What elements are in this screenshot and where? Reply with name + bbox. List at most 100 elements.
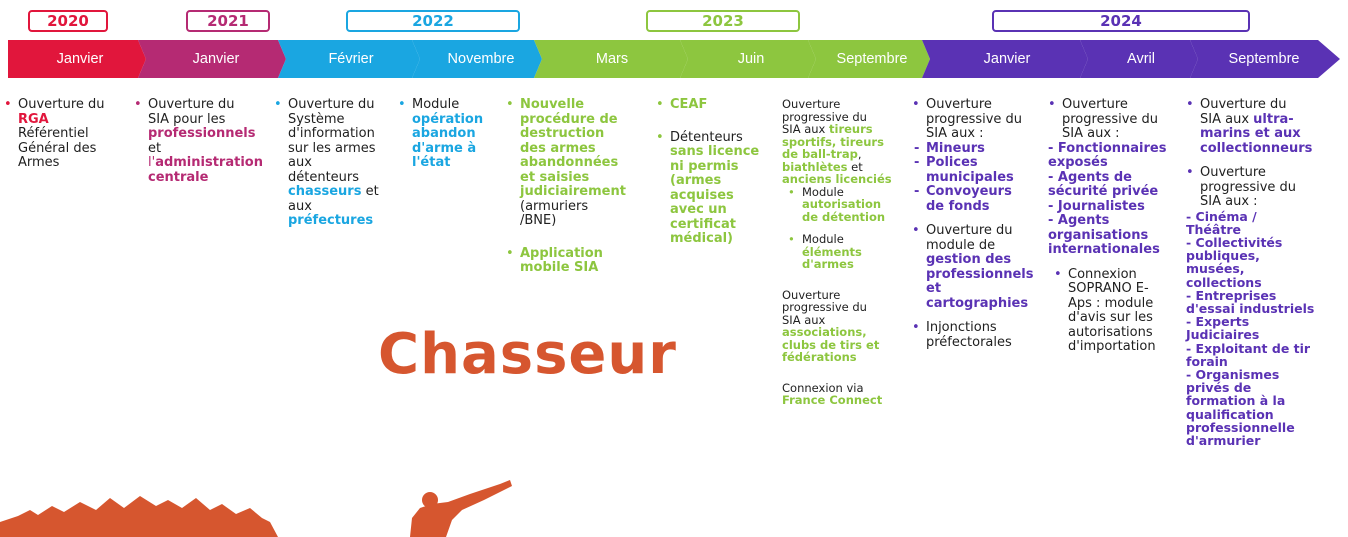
text-line: et [361, 184, 379, 199]
text-line: formation à la [1186, 393, 1286, 409]
text-line: biathlètes [782, 159, 848, 174]
month-label: Avril [1127, 51, 1155, 67]
text-line: Ouverture du [926, 223, 1013, 238]
text-line: progressive du [1200, 179, 1297, 195]
text-line: Injonctions [926, 320, 997, 335]
text-line: administration [155, 155, 263, 170]
text-line: SIA aux [782, 312, 826, 327]
hunter-silhouette-icon [0, 480, 512, 537]
text-line: Application [520, 245, 603, 261]
text-line: et [148, 140, 162, 156]
text-line: Polices [926, 155, 978, 170]
text-line: - Exploitant de tir [1186, 340, 1311, 356]
text-line: Ouverture du [1200, 97, 1287, 112]
col-2024-avril: Ouverture progressive du SIA aux : - Fon… [1048, 97, 1178, 355]
text-line: préfectorales [926, 334, 1012, 350]
segment-2024-jan [922, 40, 1088, 78]
text-line: Ouverture du [148, 97, 235, 112]
text-line: professionnels [926, 266, 1034, 282]
text-line: destruction [520, 126, 605, 141]
text-line: ni permis [670, 158, 739, 174]
col-2023-mars: Nouvelle procédure de destruction des ar… [506, 97, 648, 276]
text-line: Module [412, 97, 460, 112]
month-label: Mars [595, 51, 629, 67]
text-line: Théâtre [1186, 221, 1241, 237]
text-line: acquises [670, 187, 734, 203]
text-line: de détention [802, 209, 886, 224]
text-line: - Fonctionnaires [1048, 140, 1167, 156]
text-line: - Organismes [1186, 366, 1280, 382]
text-line: Ouverture du [18, 97, 105, 112]
text-line: professionnels [148, 126, 256, 141]
month-label: Janvier [56, 51, 104, 67]
text-line: organisations [1048, 227, 1149, 243]
text-line: Aps : module [1068, 295, 1154, 311]
text-line: CEAF [670, 97, 708, 112]
month-label: Septembre [836, 51, 908, 67]
text-line: Module [802, 232, 844, 246]
text-line: Référentiel [18, 126, 89, 141]
text-line: Ouverture [782, 287, 841, 302]
text-line: SOPRANO E- [1068, 281, 1149, 296]
month-label: Septembre [1228, 51, 1300, 67]
text-line: SIA aux [782, 122, 830, 136]
text-line: fédérations [782, 350, 857, 364]
text-line: d'avis sur les [1068, 310, 1153, 325]
text-line: progressive du [782, 300, 867, 314]
text-line: - Experts [1186, 314, 1250, 330]
segment-2021 [138, 40, 286, 78]
text-line: Armes [18, 155, 60, 170]
text-line: progressive du [782, 109, 867, 124]
text-line: associations, [782, 325, 867, 339]
text-line: SIA aux : [1062, 126, 1120, 141]
text-line: - Journalistes [1048, 198, 1145, 214]
text-line: SIA pour les [148, 111, 226, 127]
year-2020: 2020 [28, 10, 108, 32]
text-line: Nouvelle [520, 97, 585, 112]
year-2024: 2024 [992, 10, 1250, 32]
text-line: professionnelle [1186, 419, 1295, 435]
text-line: chasseurs [288, 184, 362, 199]
text-line: module de [926, 237, 996, 253]
text-line: progressive du [1062, 111, 1159, 127]
col-2024-janvier: Ouverture progressive du SIA aux : Mineu… [912, 97, 1052, 350]
text-line: Ouverture [1200, 165, 1266, 180]
text-line: Ouverture du [288, 97, 375, 112]
year-2022: 2022 [346, 10, 520, 32]
text-line: gestion des [926, 252, 1012, 267]
text-line: , [857, 147, 862, 161]
text-line: SIA aux : [926, 126, 984, 141]
month-label: Juin [737, 51, 765, 67]
text-line: l'état [412, 155, 451, 170]
segment-2020 [8, 40, 146, 78]
text-line: privés de [1186, 380, 1252, 396]
col-2024-septembre: Ouverture du SIA aux ultra- marins et au… [1186, 97, 1344, 448]
segment-2023-sep [808, 40, 930, 78]
text-line: d'armes [802, 257, 854, 271]
col-2022-novembre: Module opération abandon d'arme à l'état [398, 97, 510, 171]
text-line: et saisies [520, 169, 590, 185]
text-line: marins et aux [1200, 126, 1301, 141]
text-line: éléments [802, 244, 862, 259]
text-line: ultra- [1253, 111, 1294, 127]
text-line: musées, [1186, 261, 1245, 277]
text-line: collections [1186, 274, 1262, 290]
text-line: Convoyeurs [926, 184, 1012, 199]
text-line: d'armurier [1186, 432, 1261, 448]
text-line: sans licence [670, 144, 760, 159]
text-line: et [926, 281, 942, 296]
text-line: qualification [1186, 406, 1274, 422]
col-2020-janvier: Ouverture du RGA Référentiel Général des… [4, 97, 136, 171]
text-line: France Connect [782, 393, 883, 407]
text-line: aux [288, 155, 312, 170]
text-line: des armes [520, 140, 596, 156]
segment-2023-juin [680, 40, 816, 78]
text-line: /BNE) [520, 213, 557, 228]
text-line: Ouverture [1062, 97, 1128, 112]
text-line: mobile SIA [520, 260, 599, 275]
segment-2022-fev [278, 40, 420, 78]
text-line: aux [288, 198, 312, 214]
text-line: opération [412, 111, 484, 127]
text-line: exposés [1048, 155, 1108, 170]
